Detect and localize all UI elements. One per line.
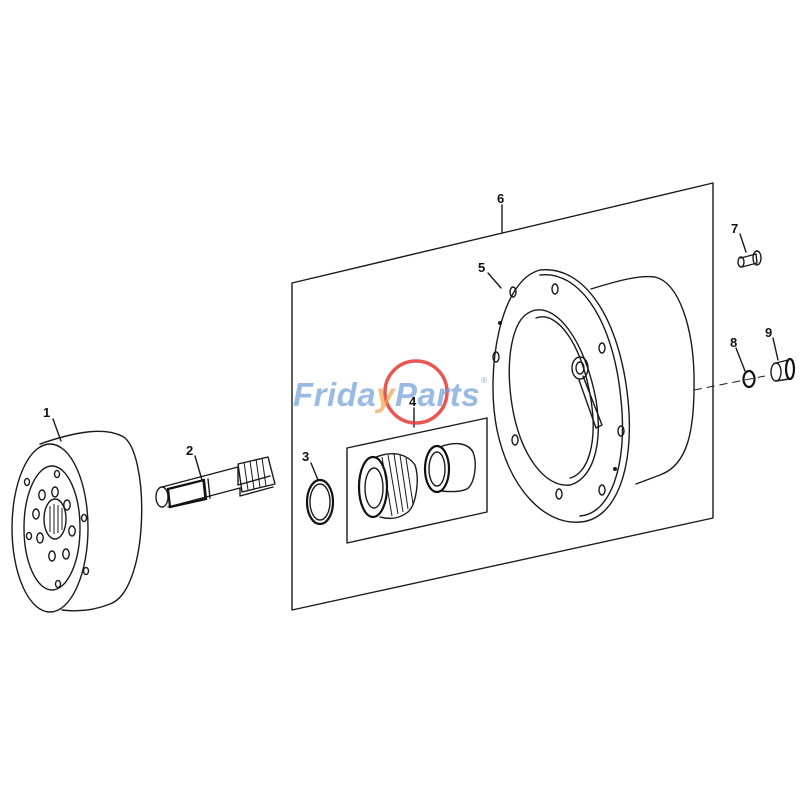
part-9-plug xyxy=(770,357,796,382)
part-5-hub xyxy=(492,269,695,523)
part-4-gear xyxy=(357,453,418,520)
part-8-o-ring xyxy=(742,369,756,389)
highlight-circle xyxy=(383,359,449,425)
bolt-holes xyxy=(23,469,90,589)
callout-8[interactable]: 8 xyxy=(730,335,737,350)
callout-4[interactable]: 4 xyxy=(409,394,417,409)
callout-5[interactable]: 5 xyxy=(478,260,485,275)
part-1-carrier xyxy=(11,430,143,613)
callout-3[interactable]: 3 xyxy=(302,449,309,464)
callout-2[interactable]: 2 xyxy=(186,443,193,458)
callout-9[interactable]: 9 xyxy=(765,325,772,340)
part-3-snap-ring xyxy=(305,478,335,526)
kit-box-6 xyxy=(291,182,714,611)
callout-6[interactable]: 6 xyxy=(497,191,504,206)
callout-1[interactable]: 1 xyxy=(43,405,50,420)
part-7-bolt xyxy=(737,250,762,268)
part-4-bearing xyxy=(423,442,476,494)
leader-lines xyxy=(52,204,779,481)
callouts: 1 2 3 4 5 6 7 8 9 xyxy=(43,191,772,464)
callout-7[interactable]: 7 xyxy=(731,221,738,236)
part-2-shaft xyxy=(155,456,276,509)
subkit-box-4 xyxy=(346,417,488,544)
